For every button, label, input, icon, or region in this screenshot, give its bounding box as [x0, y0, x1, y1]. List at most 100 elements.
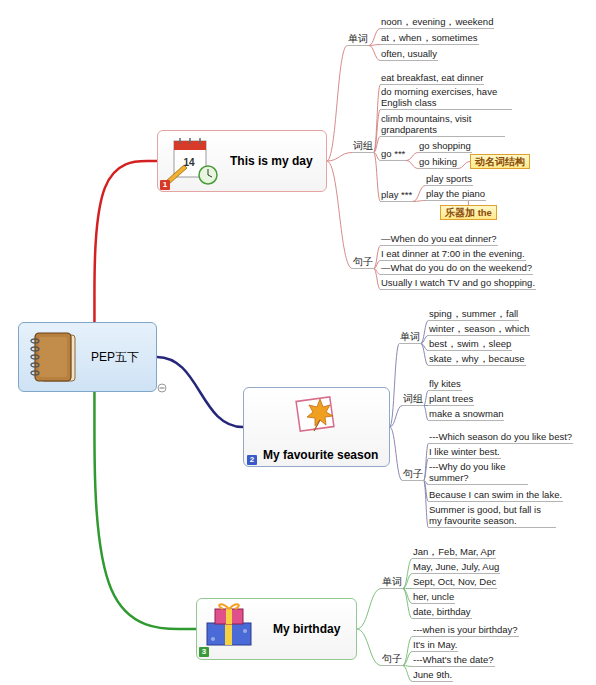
topic-text: at，when，sometimes — [381, 32, 478, 43]
leaf-item: go shopping — [418, 140, 472, 153]
topic-text: play *** — [381, 189, 412, 200]
topic-text: ---Which season do you like best? — [429, 431, 572, 442]
topic-text: 句子 — [353, 256, 373, 267]
branch-line — [327, 161, 352, 269]
root-topic: PEP五下 — [18, 322, 157, 392]
topic-text: her, uncle — [413, 591, 454, 602]
topic-text: play sports — [426, 173, 472, 184]
topic-text: 单词 — [400, 331, 420, 342]
branch-topic: This is my day — [157, 130, 327, 192]
branch-line — [390, 406, 402, 428]
topic-text: 词组 — [403, 393, 423, 404]
leaf-item: It's in May. — [412, 639, 458, 652]
topic-text: Usually I watch TV and go shopping. — [381, 277, 535, 288]
topic-text: date, birthday — [413, 606, 471, 617]
branch-line — [157, 357, 243, 427]
branch-line — [403, 589, 412, 619]
topic-text: eat breakfast, eat dinner — [381, 72, 483, 83]
category-label: 句子 — [402, 468, 424, 481]
topic-text: go *** — [381, 148, 405, 159]
book-icon — [25, 329, 83, 387]
leaf-item: play the piano — [425, 188, 486, 201]
branch-line — [94, 161, 157, 322]
leaf-item: her, uncle — [412, 591, 455, 604]
leaf-item: at，when，sometimes — [380, 32, 479, 45]
topic-text: Jan，Feb, Mar, Apr — [413, 546, 495, 557]
branch-line — [390, 344, 399, 428]
topic-text: ---when is your birthday? — [413, 624, 518, 635]
topic-text: skate，why，because — [429, 353, 525, 364]
leaf-item: skate，why，because — [428, 353, 526, 366]
branch-line — [403, 666, 412, 682]
topic-text: plant trees — [429, 393, 473, 404]
branch-line — [327, 153, 352, 162]
branch-line — [357, 629, 381, 666]
leaf-item: Summer is good, but fall is my favourite… — [428, 504, 556, 528]
callout-note: 乐器加 the — [440, 205, 497, 220]
leaf-item: ---Why do you like summer? — [428, 461, 528, 485]
branch-line — [421, 321, 428, 344]
topic-text: PEP五下 — [91, 349, 139, 366]
branch-line — [413, 186, 425, 202]
topic-text: go shopping — [419, 140, 471, 151]
topic-text: 句子 — [403, 468, 423, 479]
leaf-item: plant trees — [428, 393, 474, 406]
topic-text: 词组 — [353, 140, 373, 151]
category-label: 单词 — [347, 33, 369, 46]
branch-line — [390, 427, 402, 481]
callout-number: 3 — [199, 647, 209, 657]
gift-icon — [201, 601, 257, 647]
leaf-item: I like winter best. — [428, 446, 501, 459]
topic-text: 单词 — [348, 33, 368, 44]
leaf-item: often, usually — [380, 48, 438, 61]
branch-line — [403, 652, 412, 666]
leaf-item: sping，summer，fall — [428, 308, 519, 321]
leaf-item: Usually I watch TV and go shopping. — [380, 277, 536, 290]
leaf-item: ---Which season do you like best? — [428, 431, 573, 444]
leaf-item: fly kites — [428, 378, 462, 391]
topic-text: fly kites — [429, 378, 461, 389]
leaf-item: I eat dinner at 7:00 in the evening. — [380, 248, 526, 261]
topic-text: make a snowman — [429, 408, 503, 419]
leaf-item: ---What's the date? — [412, 654, 495, 667]
leaf-item: play sports — [425, 173, 473, 186]
category-label: 句子 — [381, 653, 403, 666]
category-label: 词组 — [352, 140, 374, 153]
leaf-item: Because I can swim in the lake. — [428, 489, 563, 502]
leaf-item: do morning exercises, have English class — [380, 86, 512, 110]
topic-text: —When do you eat dinner? — [381, 233, 497, 244]
leaf-item: winter，season，which — [428, 323, 530, 336]
topic-text: Because I can swim in the lake. — [429, 489, 562, 500]
callout-note: 动名词结构 — [470, 154, 530, 169]
branch-line — [327, 46, 347, 162]
leaf-item: ---when is your birthday? — [412, 624, 519, 637]
calendar-number: 14 — [179, 157, 199, 169]
topic-text: It's in May. — [413, 639, 457, 650]
branch-line — [406, 161, 418, 169]
topic-text: 句子 — [382, 653, 402, 664]
leaf-item: date, birthday — [412, 606, 472, 619]
leaf-item: best，swim，sleep — [428, 338, 512, 351]
leaf-item: go *** — [380, 148, 406, 161]
leaf-item: May, June, July, Aug — [412, 561, 500, 574]
topic-text: My birthday — [273, 622, 340, 636]
leaf-item: play *** — [380, 189, 413, 202]
topic-text: best，swim，sleep — [429, 338, 511, 349]
topic-text: sping，summer，fall — [429, 308, 518, 319]
category-label: 单词 — [381, 576, 403, 589]
topic-text: Summer is good, but fall is my favourite… — [429, 504, 555, 526]
branch-line — [369, 29, 380, 46]
branch-line — [403, 559, 412, 589]
branch-topic: My birthday — [196, 598, 357, 660]
topic-text: This is my day — [230, 154, 313, 168]
branch-line — [406, 153, 418, 161]
callout-number: 2 — [247, 455, 257, 465]
topic-text: climb mountains, visit grandparents — [381, 113, 504, 135]
collapse-symbol — [158, 384, 166, 392]
topic-text: 单词 — [382, 576, 402, 587]
topic-text: ---What's the date? — [413, 654, 494, 665]
season-card-icon — [292, 393, 340, 437]
topic-text: winter，season，which — [429, 323, 529, 334]
topic-text: Sept, Oct, Nov, Dec — [413, 576, 496, 587]
topic-text: ---Why do you like summer? — [429, 461, 527, 483]
